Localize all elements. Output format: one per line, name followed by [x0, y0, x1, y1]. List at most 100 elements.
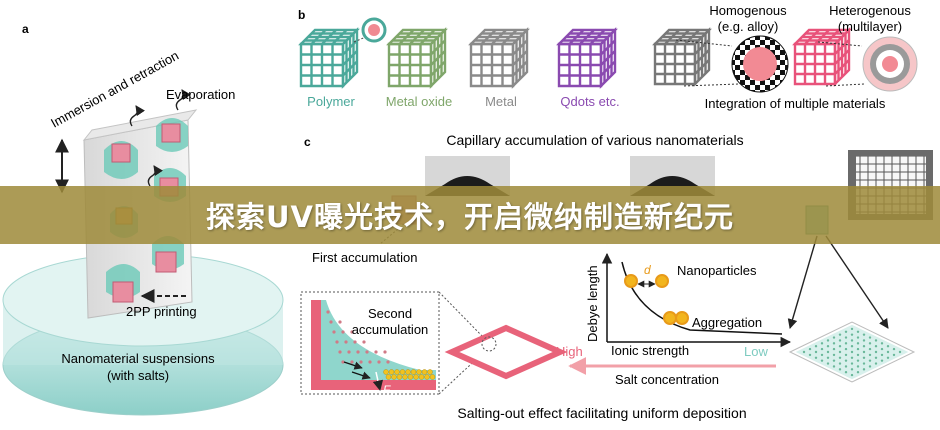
panel-c: c Capillary accumulation of various nano… [300, 132, 933, 421]
meniscus-column-right [152, 118, 188, 273]
inset-substrate [311, 300, 436, 390]
force-arrow [372, 371, 384, 392]
heterogenous-label: Heterogenous [829, 3, 911, 18]
printed-cube [155, 251, 177, 273]
tray-dot [844, 371, 848, 374]
homogenous-leader [675, 39, 733, 47]
material-cubes [298, 27, 852, 89]
tray-dot [826, 356, 830, 359]
tray-dot [820, 342, 824, 345]
tray-dot [880, 347, 884, 351]
particle [377, 360, 381, 364]
particle [341, 330, 345, 334]
material-label-polymer: Polymer [307, 94, 355, 109]
particle [338, 350, 342, 354]
tray-dot [826, 350, 830, 354]
tray-dot [874, 350, 878, 354]
homogenous-leader [683, 83, 739, 87]
tray-dot [826, 345, 830, 348]
tray-dot [868, 336, 872, 339]
tray-dot [862, 356, 866, 359]
tray-dot [856, 353, 860, 357]
integration-label: Integration of multiple materials [705, 96, 886, 111]
tray-dot [844, 347, 848, 351]
tray-dot [850, 368, 854, 371]
particle [356, 350, 360, 354]
tray-dot [880, 359, 884, 362]
tray-dot [862, 345, 866, 348]
suspended-particles [326, 310, 390, 364]
ionic-axis-label: Ionic strength [611, 343, 689, 358]
tray-dot [838, 368, 842, 371]
particle [353, 340, 357, 344]
panel-b-letter: b [298, 8, 305, 22]
tray-dot [814, 345, 818, 348]
particle [332, 330, 336, 334]
salt-concentration-label: Salt concentration [615, 372, 719, 387]
tray-dot [868, 359, 872, 362]
tray-dot [862, 333, 866, 336]
deposited-particle [402, 374, 408, 380]
tray-dot [886, 345, 890, 348]
tray-dot [814, 356, 818, 359]
debye-curve [621, 261, 783, 335]
tray-dot [832, 359, 836, 362]
particle [341, 360, 345, 364]
nanoparticles-label: Nanoparticles [677, 263, 757, 278]
tray-dot [844, 336, 848, 339]
tray-dot [874, 362, 878, 365]
multilayer-core [882, 56, 898, 72]
tray-dot [832, 365, 836, 368]
tray-dot [844, 353, 848, 357]
homogenous-label: Homogenous [709, 3, 787, 18]
tray-dot [844, 330, 848, 333]
tray-dot [838, 333, 842, 336]
tray-dot [862, 350, 866, 354]
particle [338, 320, 342, 324]
tray-dot [826, 339, 830, 342]
cube-metal [468, 27, 530, 89]
particle [344, 340, 348, 344]
particle [383, 350, 387, 354]
tray-dot [844, 365, 848, 368]
tray-dot [856, 336, 860, 339]
tray-dot [892, 353, 896, 357]
tray-low-salt-edge [788, 321, 916, 383]
deposited-particle [394, 369, 400, 375]
zoom-circle [481, 336, 497, 352]
suspension-label-line2: (with salts) [107, 368, 169, 383]
tray-dot [868, 347, 872, 351]
alloy-particle-core [743, 47, 777, 81]
deposited-particle [405, 369, 411, 375]
evaporation-arrow [147, 165, 163, 187]
tray-dot [874, 339, 878, 342]
aggregate-dot [663, 311, 677, 325]
tray-dot [820, 347, 824, 351]
tray-dot [862, 368, 866, 371]
deposited-particle [410, 369, 417, 375]
deposited-particle [399, 369, 406, 375]
tray-dot [808, 353, 812, 357]
suspension-label-line1: Nanomaterial suspensions [61, 351, 215, 366]
distance-label: d [644, 263, 651, 277]
cube-qdots [556, 27, 618, 89]
particle [362, 340, 366, 344]
deposited-particle [424, 374, 430, 380]
first-accumulation-label: First accumulation [312, 250, 417, 265]
deposited-particle [388, 369, 395, 375]
capillary-title: Capillary accumulation of various nanoma… [446, 132, 743, 148]
tray-dot [850, 345, 854, 348]
meniscus-fill [311, 300, 436, 386]
aggregation-label: Aggregation [692, 315, 762, 330]
tray-dot [850, 362, 854, 365]
evaporation-label: Evaporation [166, 87, 235, 102]
particle [329, 320, 333, 324]
cube-metal-oxide [386, 27, 448, 89]
deposited-particles [383, 369, 436, 380]
nanoparticle-dot [655, 274, 669, 288]
tray-dot [832, 347, 836, 351]
tray-dot [892, 347, 896, 351]
tray-dot [844, 359, 848, 362]
printed-cube [112, 281, 134, 303]
